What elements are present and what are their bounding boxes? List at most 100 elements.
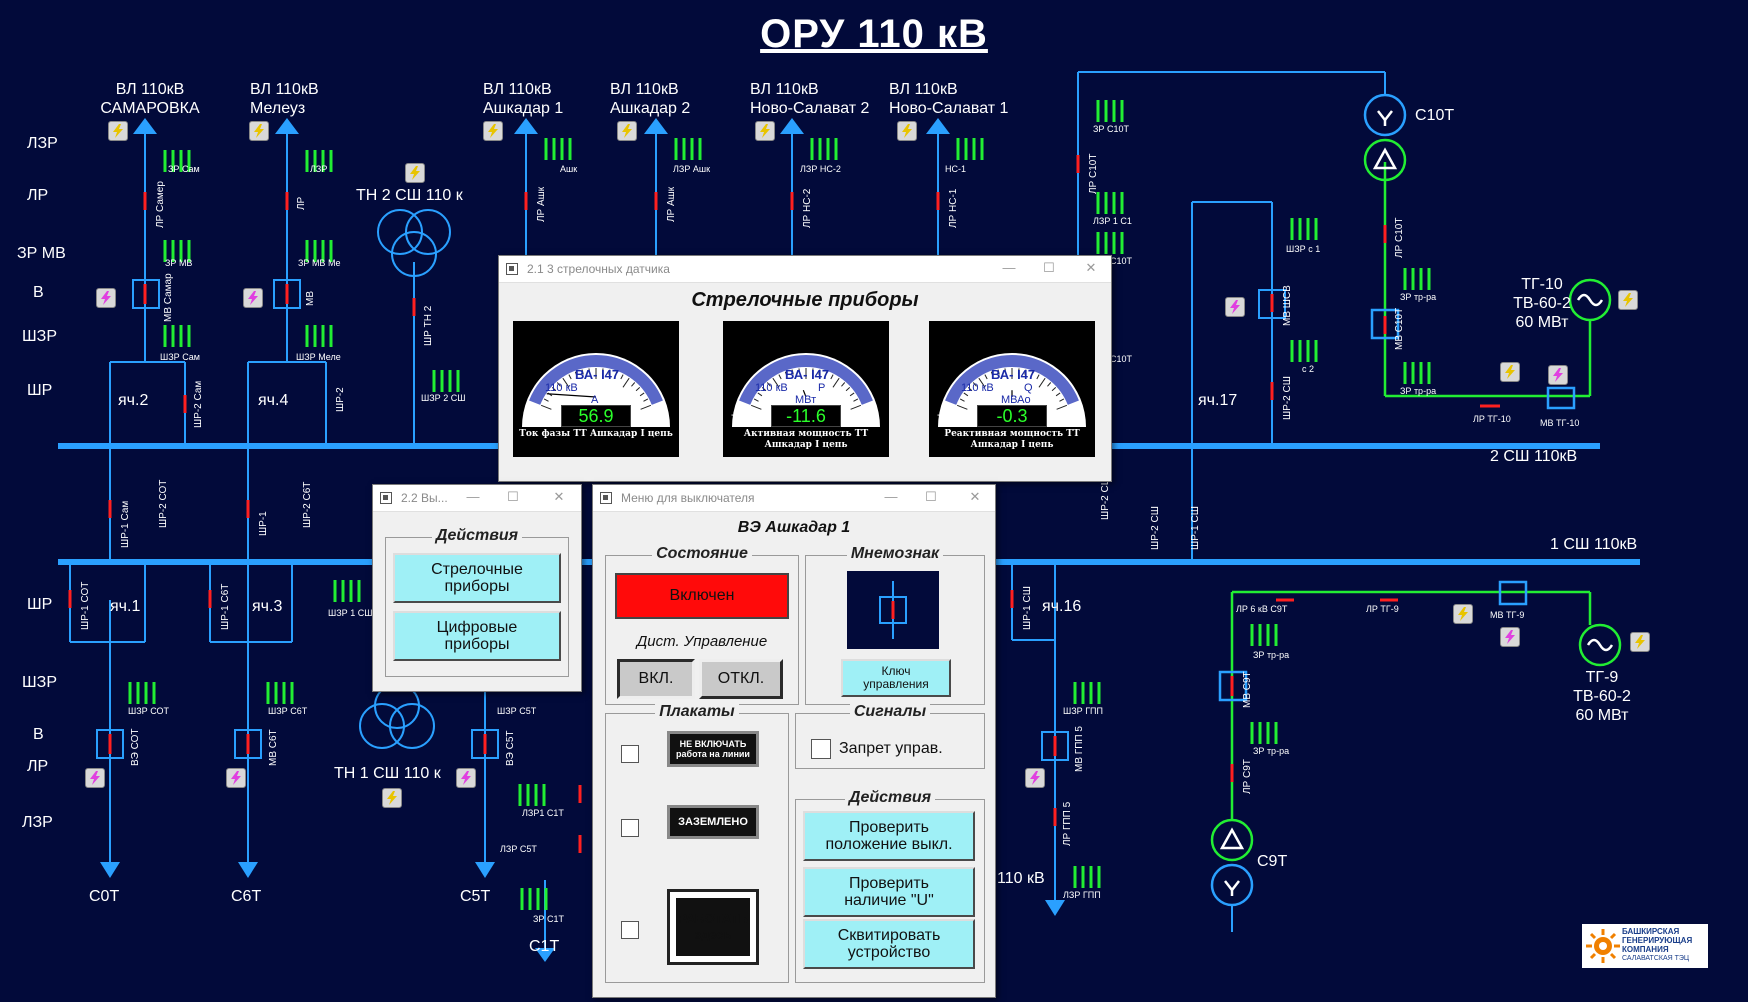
- close-icon[interactable]: ✕: [969, 489, 981, 504]
- digital-gauges-button[interactable]: Цифровые приборы: [393, 611, 561, 661]
- row-label-shzr-bottom: ШЗР: [22, 674, 57, 691]
- close-icon[interactable]: ✕: [1085, 260, 1097, 275]
- gauge-unit: А: [591, 394, 599, 406]
- lightning-icon[interactable]: [249, 121, 269, 141]
- vertical-label: ВЭ С5Т: [505, 730, 516, 766]
- poster-do-not-switch[interactable]: НЕ ВКЛЮЧАТЬ работа на линии: [667, 731, 759, 767]
- small-label: ЛЗР1 С1Т: [522, 808, 564, 818]
- vertical-label: МВ Самар: [163, 273, 174, 322]
- lightning-icon[interactable]: [405, 163, 425, 183]
- breaker-pink-icon[interactable]: [1025, 768, 1045, 788]
- gauge-unit: МВАо: [1001, 394, 1031, 406]
- poster1-checkbox[interactable]: [621, 745, 639, 763]
- tn1-label: ТН 1 СШ 110 к: [334, 765, 441, 782]
- gauge-min: -250.: [731, 409, 757, 421]
- lightning-icon[interactable]: [755, 121, 775, 141]
- gauge-value: 56.9: [561, 405, 631, 427]
- small-label: ШЗР Меле: [296, 352, 341, 362]
- on-button[interactable]: ВКЛ.: [617, 659, 695, 699]
- breaker-pink-icon[interactable]: [226, 768, 246, 788]
- breaker-window-titlebar[interactable]: Меню для выключателя — ☐ ✕: [593, 485, 995, 512]
- lightning-icon[interactable]: [382, 788, 402, 808]
- lightning-icon[interactable]: [897, 121, 917, 141]
- breaker-menu-window[interactable]: Меню для выключателя — ☐ ✕ ВЭ Ашкадар 1 …: [592, 484, 996, 998]
- analog-gauges-button[interactable]: Стрелочные приборы: [393, 553, 561, 603]
- check-position-button[interactable]: Проверить положение выкл.: [803, 811, 975, 861]
- small-label: С10Т: [1110, 354, 1133, 364]
- minimize-icon[interactable]: —: [466, 489, 480, 504]
- vertical-label: ЛР ГПП 5: [1062, 801, 1073, 846]
- off-button[interactable]: ОТКЛ.: [699, 659, 783, 699]
- lightning-icon[interactable]: [617, 121, 637, 141]
- control-key-button[interactable]: Ключ управления: [841, 659, 951, 697]
- bottom-feeder-c0t: С0Т: [89, 888, 120, 905]
- window-app-icon: [380, 492, 392, 504]
- logo-line: ГЕНЕРИРУЮЩАЯ: [1622, 936, 1693, 945]
- small-label: ШЗР ГПП: [1063, 706, 1103, 716]
- small-label: НС-1: [945, 164, 967, 174]
- small-label: ШЗР С5Т: [497, 706, 537, 716]
- lightning-icon[interactable]: [1500, 362, 1520, 382]
- breaker-pink-icon[interactable]: [96, 288, 116, 308]
- breaker-pink-icon[interactable]: [1500, 627, 1520, 647]
- maximize-icon[interactable]: ☐: [1043, 260, 1055, 275]
- cell-label-16: яч.16: [1042, 598, 1082, 615]
- gauge-min: -250.: [937, 409, 963, 421]
- gauge-scale: 110 кВ: [545, 382, 578, 394]
- state-indicator: Включен: [615, 573, 789, 619]
- small-label: ШЗР Сам: [160, 352, 200, 362]
- mnemo-sign[interactable]: [847, 571, 939, 649]
- vertical-label: МВ ШСВ: [1282, 285, 1293, 326]
- close-icon[interactable]: ✕: [553, 489, 565, 504]
- state-group-title: Состояние: [652, 545, 752, 562]
- gauge-needle: [546, 393, 597, 398]
- gauge-unit: МВт: [795, 394, 817, 406]
- poster2-checkbox[interactable]: [621, 819, 639, 837]
- kv-label: 110 кВ: [997, 870, 1045, 887]
- transformer-c10t-label: С10Т: [1415, 107, 1455, 124]
- control-ban-checkbox[interactable]: [811, 739, 831, 759]
- maximize-icon[interactable]: ☐: [507, 489, 519, 504]
- vertical-label: ШР-2 СШ: [1100, 476, 1111, 520]
- gauges-window-titlebar[interactable]: 2.1 3 стрелочных датчика — ☐ ✕: [499, 256, 1111, 283]
- small-label: ЛР ТГ-10: [1473, 414, 1511, 424]
- gauge-letter: P: [818, 382, 826, 394]
- poster-work-here[interactable]: РАБОТАТЬ здесь: [667, 889, 759, 965]
- window-app-icon: [600, 492, 612, 504]
- lightning-icon[interactable]: [1618, 290, 1638, 310]
- small-label: ШЗР С6Т: [268, 706, 308, 716]
- maximize-icon[interactable]: ☐: [925, 489, 937, 504]
- vertical-label: МВ С9Т: [1242, 671, 1253, 708]
- page-title: ОРУ 110 кВ: [760, 12, 988, 56]
- lightning-icon[interactable]: [1630, 632, 1650, 652]
- lightning-icon[interactable]: [1453, 604, 1473, 624]
- breaker-pink-icon[interactable]: [1225, 297, 1245, 317]
- small-label: ЗР МВ Ме: [298, 258, 341, 268]
- actions-window[interactable]: 2.2 Вы... — ☐ ✕ Действия Стрелочные приб…: [372, 484, 582, 692]
- actions-window-titlebar[interactable]: 2.2 Вы... — ☐ ✕: [373, 485, 581, 512]
- gauges-window[interactable]: 2.1 3 стрелочных датчика — ☐ ✕ Стрелочны…: [498, 255, 1112, 482]
- actions-window-title: 2.2 Вы...: [401, 491, 448, 505]
- vertical-label: МВ С10Т: [1394, 307, 1405, 350]
- check-voltage-button[interactable]: Проверить наличие "U": [803, 867, 975, 917]
- breaker-pink-icon[interactable]: [1548, 365, 1568, 385]
- poster3-checkbox[interactable]: [621, 921, 639, 939]
- minimize-icon[interactable]: —: [884, 489, 898, 504]
- posters-group-title: Плакаты: [655, 703, 739, 720]
- small-label: ШЗР 1 СШ: [328, 608, 373, 618]
- small-label: ЗР С10Т: [1093, 124, 1129, 134]
- vertical-label: ШР-2 СШ: [1150, 506, 1161, 550]
- breaker-pink-icon[interactable]: [456, 768, 476, 788]
- actions-group: Действия: [385, 527, 569, 677]
- acknowledge-button[interactable]: Сквитировать устройство: [803, 919, 975, 969]
- breaker-pink-icon[interactable]: [243, 288, 263, 308]
- gauge-model: ВА- І47: [991, 367, 1036, 382]
- breaker-pink-icon[interactable]: [85, 768, 105, 788]
- minimize-icon[interactable]: —: [1002, 260, 1016, 275]
- poster-grounded[interactable]: ЗАЗЕМЛЕНО: [667, 805, 759, 839]
- row-label-v: В: [33, 284, 44, 301]
- sun-logo-icon: [1586, 929, 1620, 963]
- lightning-icon[interactable]: [108, 121, 128, 141]
- lightning-icon[interactable]: [483, 121, 503, 141]
